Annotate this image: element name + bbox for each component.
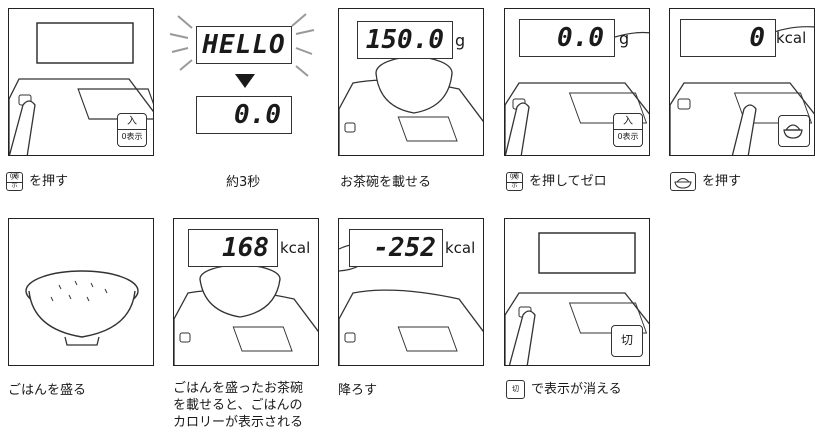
step7-caption: ごはんを盛ったお茶碗 を載せると、ごはんの カロリーが表示される [173,381,304,430]
step1-panel: 入 0表示 [8,8,154,156]
bowl-body [375,72,453,114]
off-key-label: 切 [620,333,633,347]
step2-panel: HELLO 0.0 [166,8,316,148]
removed-value: -252 [373,233,436,263]
step3-caption: お茶碗を載せる [340,175,432,190]
hello-display: HELLO [196,26,292,64]
step9-caption: 切 で表示が消える [506,380,622,399]
step9-panel: 切 [504,218,650,366]
zero-key-bottom-label: 0表示 [121,132,143,141]
scale-window [397,326,458,352]
tare-unit: g [619,29,630,48]
hello-text: HELLO [202,30,286,60]
lcd-display-blank [538,232,636,274]
finger-icon [505,102,530,155]
finger-icon [508,310,536,365]
bowl-body [28,290,136,338]
zero-key-top-label: 入 [614,114,642,130]
bowl-foot [64,336,100,346]
removed-unit: kcal [445,239,476,257]
rice-bowl-illustration [25,270,139,346]
off-key-icon: 切 [506,380,525,399]
tare-display: 0.0 [519,19,615,57]
step8-caption: 降ろす [338,383,378,398]
rice-bowl-icon [783,124,803,139]
finger-icon [731,104,757,155]
rice-key[interactable] [778,115,810,147]
zero-key-top-label: 入 [118,114,146,130]
weight-display: 150.0 [357,21,453,59]
kcal-display: 0 [680,19,776,57]
step5-caption: を押す [670,172,741,191]
zero-key[interactable]: 入 0表示 [613,113,643,147]
step5-text: を押す [702,174,742,189]
rice-kcal-display: 168 [188,229,278,267]
scale-body [339,289,483,365]
scale-with-bowl [339,56,483,155]
down-triangle-icon [235,74,255,88]
scale-body [9,78,153,155]
step3-panel: 150.0 g [338,8,484,156]
scale-with-rice [174,264,318,365]
scale-rice-key-illustration [670,26,814,155]
step4-panel: 0.0 g 入 0表示 [504,8,650,156]
zero-key-bottom-label: 0表示 [617,132,639,141]
step5-panel: 0 kcal [669,8,815,156]
step4-text: を押してゼロ [529,174,607,189]
rice-key-icon [670,172,696,191]
lcd-display-blank [36,22,134,64]
hello-rays [169,13,315,77]
step7-panel: 168 kcal [173,218,319,366]
scale-button-small [179,332,191,343]
kcal-unit: kcal [776,29,807,47]
step6-caption: ごはんを盛る [8,383,87,398]
weight-unit: g [455,31,466,50]
scale-button-small [344,122,356,133]
scale-body [670,82,814,155]
scale-off-illustration [505,232,649,365]
rice-kcal-unit: kcal [280,239,311,257]
tare-value: 0.0 [557,23,604,53]
step1-text: を押す [29,174,69,189]
step6-panel [8,218,154,366]
rice-grains [50,280,108,302]
step8-panel: -252 kcal [338,218,484,366]
step9-text: で表示が消える [531,382,622,397]
zero-display: 0.0 [196,96,292,134]
scale-button-small [344,332,356,343]
bowl-body [199,278,281,318]
finger-icon [9,100,36,155]
removed-display: -252 [349,229,443,267]
scale-window [397,116,458,142]
scale-window [232,326,293,352]
rice-kcal-value: 168 [222,233,269,263]
kcal-value: 0 [749,23,765,53]
off-key[interactable]: 切 [611,325,643,357]
scale-body [505,82,649,155]
weight-value: 150.0 [365,25,444,55]
zero-key[interactable]: 入 0表示 [117,113,147,147]
bowl-edge [614,31,649,38]
zero-text: 0.0 [234,100,281,130]
scale-button-small [677,98,691,110]
step2-caption: 約3秒 [226,175,261,190]
scale-body [505,292,649,365]
rice-bowl-icon [674,178,692,189]
